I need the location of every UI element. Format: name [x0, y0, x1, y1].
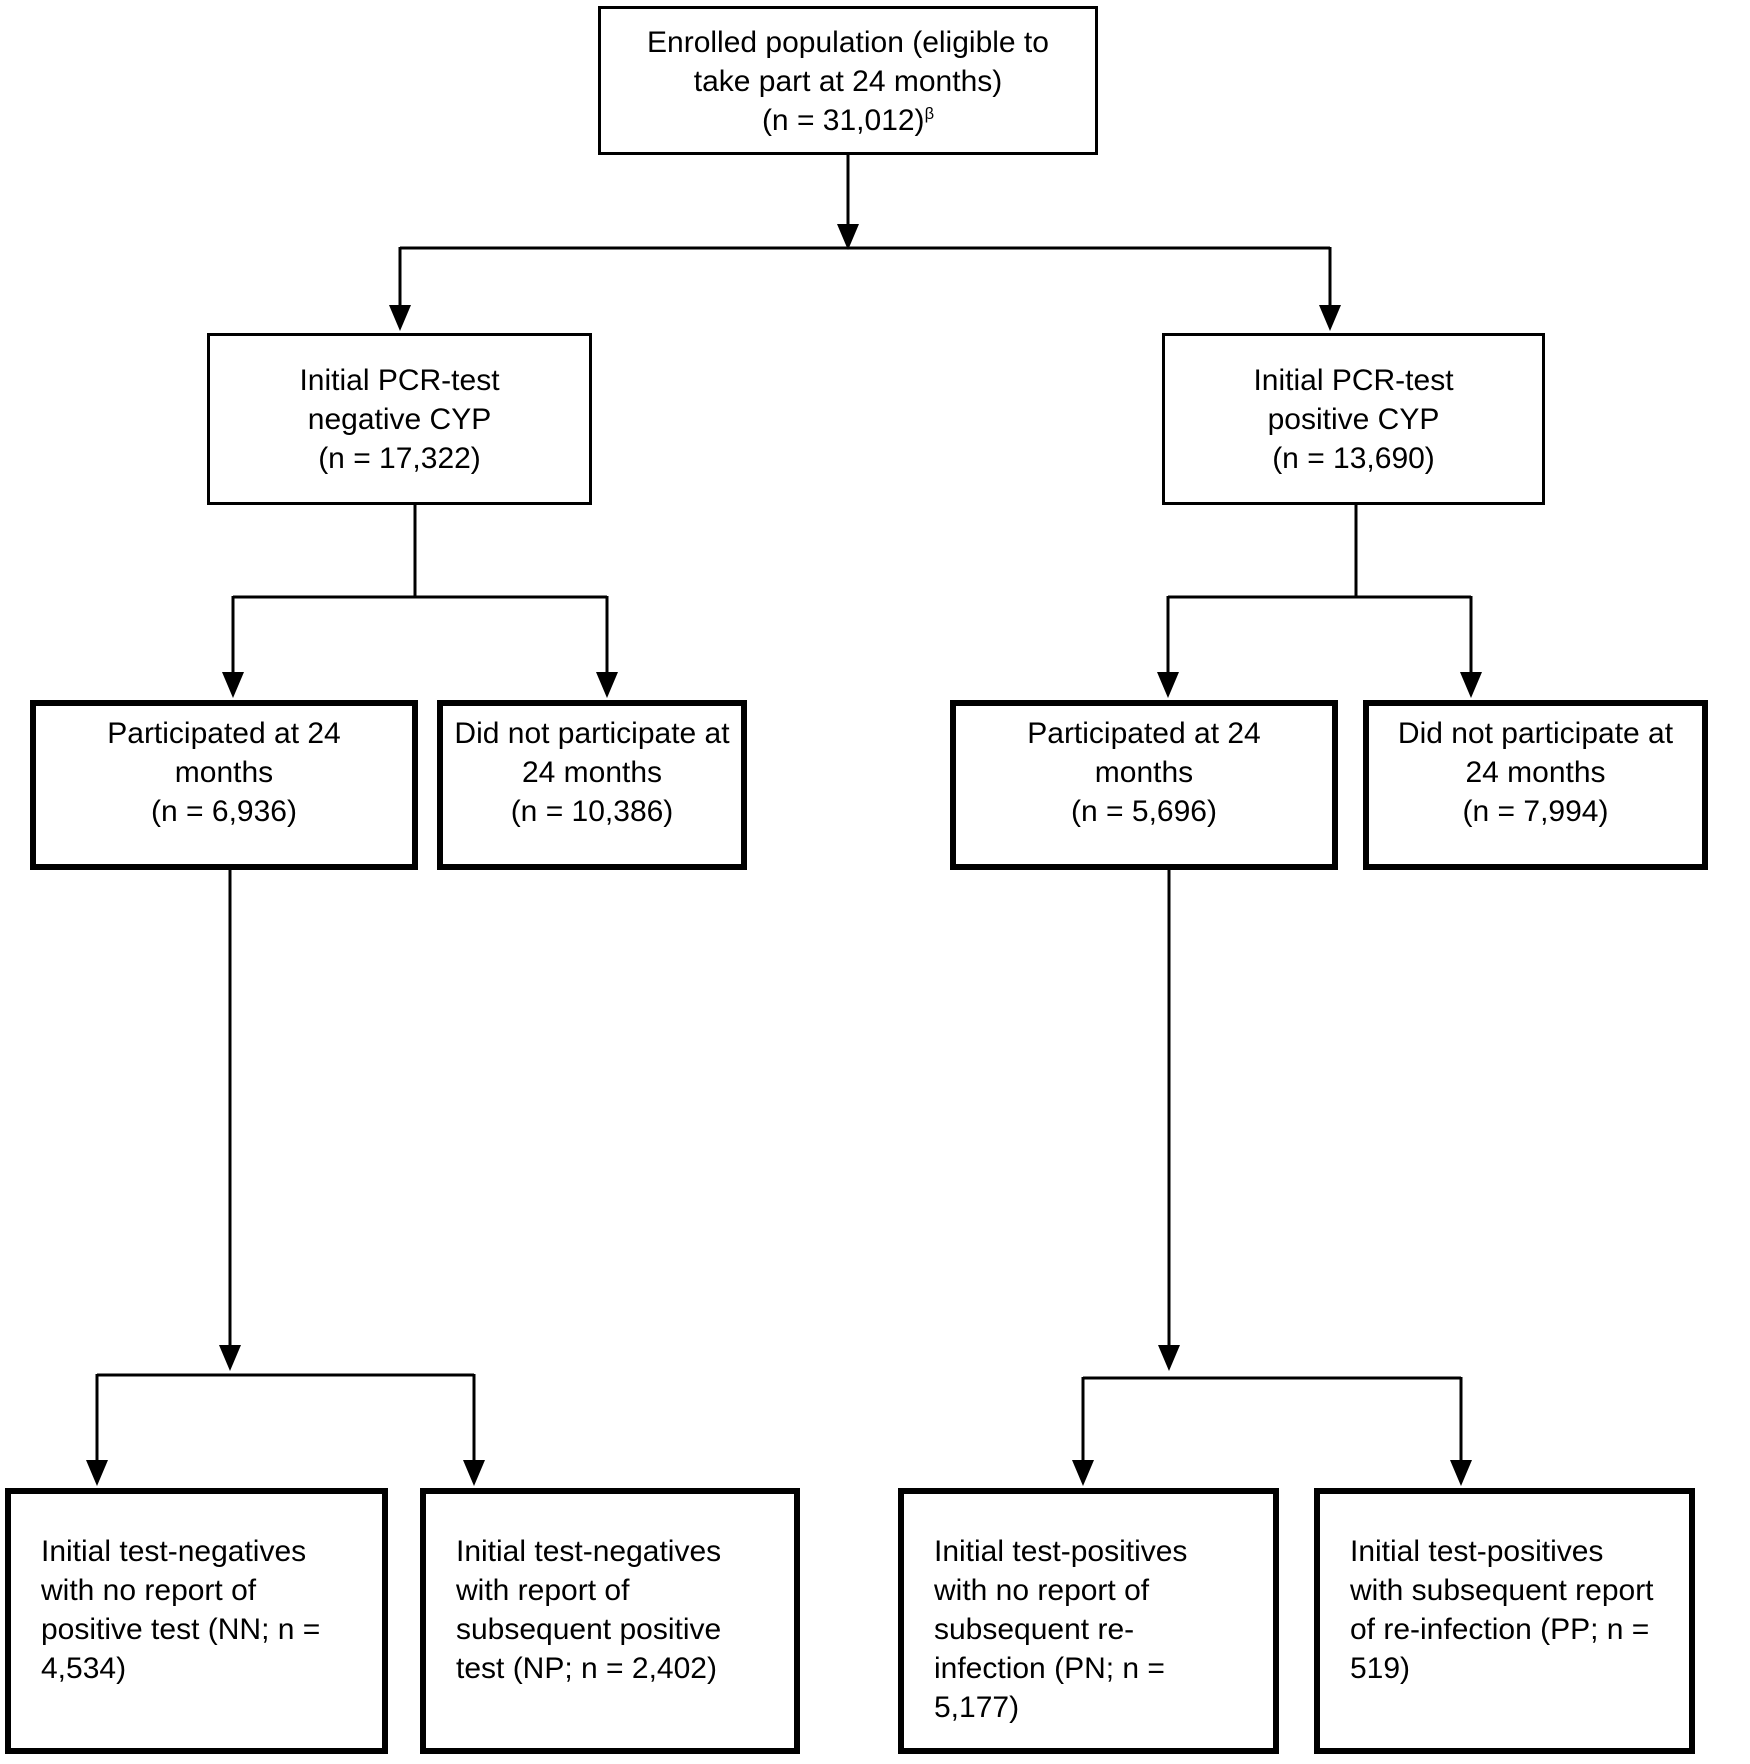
text-line: Participated at 24 [1027, 717, 1261, 750]
arrowhead [1319, 305, 1341, 331]
box-positive-participated: Participated at 24 months (n = 5,696) [950, 700, 1338, 870]
arrowhead [389, 305, 411, 331]
box-negative-participated: Participated at 24 months (n = 6,936) [30, 700, 418, 870]
text-line: Initial PCR-test [1253, 363, 1454, 397]
box-initial-pcr-positive: Initial PCR-test positive CYP (n = 13,690) [1162, 333, 1545, 505]
text-line: (n = 31,012)β [762, 101, 934, 140]
n-value: (n = 31,012) [761, 104, 925, 137]
arrowhead [1072, 1460, 1094, 1486]
box-np-subsequent-positive: Initial test-negatives with report of subs… [420, 1488, 800, 1754]
arrowhead [596, 672, 618, 698]
arrowhead [837, 224, 859, 250]
arrowhead [219, 1345, 241, 1371]
text-line: subsequent positive [456, 1613, 722, 1646]
box-initial-pcr-negative: Initial PCR-test negative CYP (n = 17,322) [207, 333, 592, 505]
text-line: (n = 13,690) [1272, 441, 1435, 475]
text-line: 519) [1350, 1652, 1411, 1685]
box-enrolled-population: Enrolled population (eligible to take pa… [598, 6, 1098, 155]
text-line: subsequent re- [934, 1613, 1135, 1646]
text-line: Did not participate at [1397, 717, 1674, 750]
text-line: months [1094, 756, 1194, 789]
text-line: Participated at 24 [107, 717, 341, 750]
text-line: (n = 17,322) [318, 441, 481, 475]
text-line: 5,177) [934, 1691, 1020, 1724]
text-line: Initial PCR-test [299, 363, 500, 397]
text-line: negative CYP [307, 402, 492, 436]
arrowhead [1450, 1460, 1472, 1486]
box-negative-not-participated: Did not participate at 24 months (n = 10,3… [437, 700, 747, 870]
text-line: Initial test-negatives [456, 1535, 722, 1568]
box-pp-reinfection: Initial test-positives with subsequent re… [1314, 1488, 1695, 1754]
text-line: of re-infection (PP; n = [1350, 1613, 1650, 1646]
arrowhead [463, 1460, 485, 1486]
text-line: Initial test-positives [934, 1535, 1188, 1568]
text-line: (n = 5,696) [1071, 795, 1217, 828]
text-line: (n = 6,936) [151, 795, 297, 828]
text-line: Initial test-negatives [41, 1535, 307, 1568]
text-line: (n = 10,386) [510, 795, 674, 828]
arrowhead [86, 1460, 108, 1486]
text-line: infection (PN; n = [934, 1652, 1165, 1685]
text-line: with no report of [41, 1574, 257, 1607]
text-line: positive CYP [1267, 402, 1440, 436]
text-line: with no report of [934, 1574, 1150, 1607]
arrowhead [222, 672, 244, 698]
box-nn-no-subsequent-positive: Initial test-negatives with no report of p… [5, 1488, 388, 1754]
text-line: with report of [456, 1574, 630, 1607]
arrowheads [86, 224, 1482, 1486]
text-line: 24 months [521, 756, 663, 789]
arrowhead [1460, 672, 1482, 698]
text-line: 4,534) [41, 1652, 127, 1685]
text-line: with subsequent report [1350, 1574, 1654, 1607]
text-line: Initial test-positives [1350, 1535, 1604, 1568]
beta-superscript: β [924, 105, 935, 123]
text-line: positive test (NN; n = [41, 1613, 321, 1646]
text-line: months [174, 756, 274, 789]
text-line: Enrolled population (eligible to [647, 26, 1049, 59]
box-pn-no-reinfection: Initial test-positives with no report of s… [898, 1488, 1279, 1754]
text-line: take part at 24 months) [693, 65, 1003, 98]
box-positive-not-participated: Did not participate at 24 months (n = 7,99… [1363, 700, 1708, 870]
arrowhead [1157, 672, 1179, 698]
text-line: Did not participate at [454, 717, 730, 750]
text-line: (n = 7,994) [1462, 795, 1609, 828]
text-line: test (NP; n = 2,402) [456, 1652, 717, 1685]
arrowhead [1158, 1345, 1180, 1371]
connector-segments [95, 155, 1473, 1464]
text-line: 24 months [1465, 756, 1606, 789]
